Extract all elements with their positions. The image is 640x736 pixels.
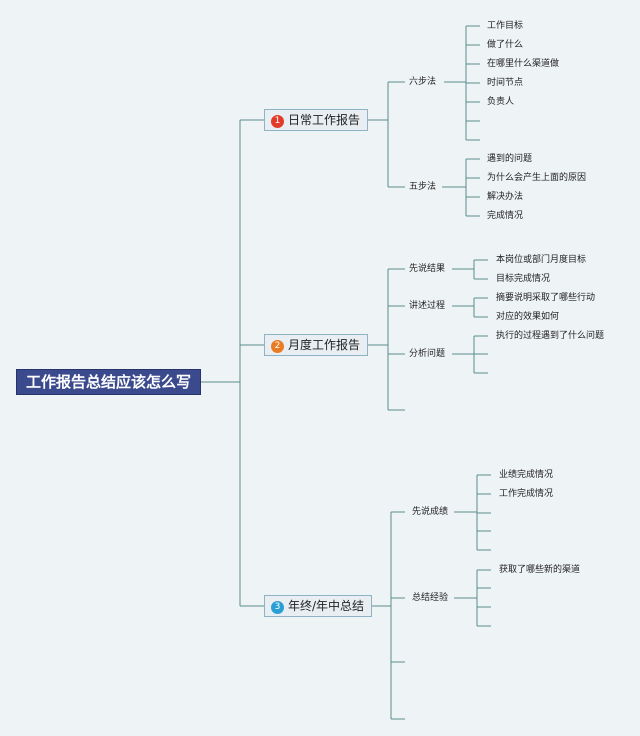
branch-daily-report[interactable]: 1 日常工作报告: [264, 109, 368, 131]
branch-monthly-title: 月度工作报告: [288, 338, 361, 352]
leaf-effects[interactable]: 对应的效果如何: [496, 312, 560, 322]
root-node[interactable]: 工作报告总结应该怎么写: [16, 369, 201, 395]
leaf-causes[interactable]: 为什么会产生上面的原因: [487, 173, 587, 183]
leaf-where-channel[interactable]: 在哪里什么渠道做: [487, 59, 560, 69]
leaf-completion[interactable]: 完成情况: [487, 211, 524, 221]
node-six-steps[interactable]: 六步法: [409, 77, 437, 87]
leaf-actions[interactable]: 摘要说明采取了哪些行动: [496, 293, 596, 303]
node-achievements[interactable]: 先说成绩: [412, 507, 449, 517]
number-badge-3: 3: [271, 601, 284, 614]
leaf-execution-issues[interactable]: 执行的过程遇到了什么问题: [496, 331, 605, 341]
leaf-monthly-target[interactable]: 本岗位或部门月度目标: [496, 255, 587, 265]
number-badge-2: 2: [271, 340, 284, 353]
leaf-timeline[interactable]: 时间节点: [487, 78, 524, 88]
leaf-target-completion[interactable]: 目标完成情况: [496, 274, 551, 284]
leaf-solutions[interactable]: 解决办法: [487, 192, 524, 202]
branch-monthly-report[interactable]: 2 月度工作报告: [264, 334, 368, 356]
node-process[interactable]: 讲述过程: [409, 301, 446, 311]
node-analysis[interactable]: 分析问题: [409, 349, 446, 359]
leaf-new-channels[interactable]: 获取了哪些新的渠道: [499, 565, 581, 575]
leaf-what-done[interactable]: 做了什么: [487, 40, 524, 50]
node-five-steps[interactable]: 五步法: [409, 182, 437, 192]
node-experience[interactable]: 总结经验: [412, 593, 449, 603]
leaf-problems[interactable]: 遇到的问题: [487, 154, 533, 164]
number-badge-1: 1: [271, 115, 284, 128]
branch-annual-title: 年终/年中总结: [288, 599, 365, 613]
leaf-goal[interactable]: 工作目标: [487, 21, 524, 31]
branch-annual-summary[interactable]: 3 年终/年中总结: [264, 595, 372, 617]
leaf-work-completion[interactable]: 工作完成情况: [499, 489, 554, 499]
branch-daily-title: 日常工作报告: [288, 113, 361, 127]
node-result-first[interactable]: 先说结果: [409, 264, 446, 274]
leaf-owner[interactable]: 负责人: [487, 97, 515, 107]
leaf-performance[interactable]: 业绩完成情况: [499, 470, 554, 480]
